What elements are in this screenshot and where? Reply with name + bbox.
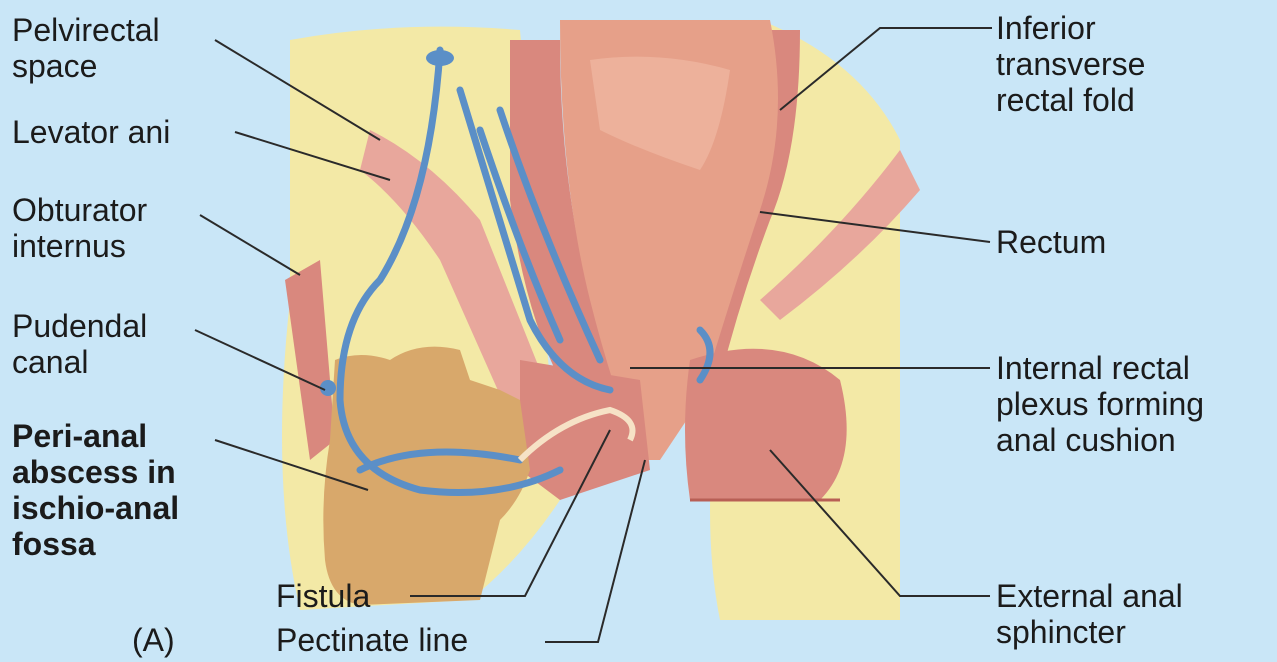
label-line: Peri-anal	[12, 418, 179, 454]
label-line: ischio-anal	[12, 490, 179, 526]
label-line: Rectum	[996, 224, 1106, 260]
label-internal-rectal-plexus: Internal rectal plexus forming anal cush…	[996, 350, 1204, 458]
label-line: Pudendal	[12, 308, 147, 344]
label-inferior-transverse-rectal-fold: Inferior transverse rectal fold	[996, 10, 1145, 118]
label-line: Pelvirectal	[12, 12, 160, 48]
label-line: Inferior	[996, 10, 1145, 46]
label-line: internus	[12, 228, 147, 264]
label-pelvirectal-space: Pelvirectal space	[12, 12, 160, 84]
panel-label: (A)	[132, 622, 175, 658]
label-line: Obturator	[12, 192, 147, 228]
label-fistula: Fistula	[276, 578, 370, 614]
label-pudendal-canal: Pudendal canal	[12, 308, 147, 380]
label-line: canal	[12, 344, 147, 380]
label-line: rectal fold	[996, 82, 1145, 118]
label-rectum: Rectum	[996, 224, 1106, 260]
label-line: External anal	[996, 578, 1183, 614]
label-line: fossa	[12, 526, 179, 562]
label-levator-ani: Levator ani	[12, 114, 170, 150]
label-line: plexus forming	[996, 386, 1204, 422]
label-line: Pectinate line	[276, 622, 468, 658]
label-line: Levator ani	[12, 114, 170, 150]
label-line: Internal rectal	[996, 350, 1204, 386]
label-line: transverse	[996, 46, 1145, 82]
label-line: anal cushion	[996, 422, 1204, 458]
label-external-anal-sphincter: External anal sphincter	[996, 578, 1183, 650]
label-perianal-abscess: Peri-anal abscess in ischio-anal fossa	[12, 418, 179, 562]
label-line: sphincter	[996, 614, 1183, 650]
label-line: Fistula	[276, 578, 370, 614]
vessel-cut	[426, 50, 454, 66]
external-sphincter-right	[685, 349, 847, 500]
label-line: abscess in	[12, 454, 179, 490]
label-obturator-internus: Obturator internus	[12, 192, 147, 264]
label-line: space	[12, 48, 160, 84]
label-pectinate-line: Pectinate line	[276, 622, 468, 658]
